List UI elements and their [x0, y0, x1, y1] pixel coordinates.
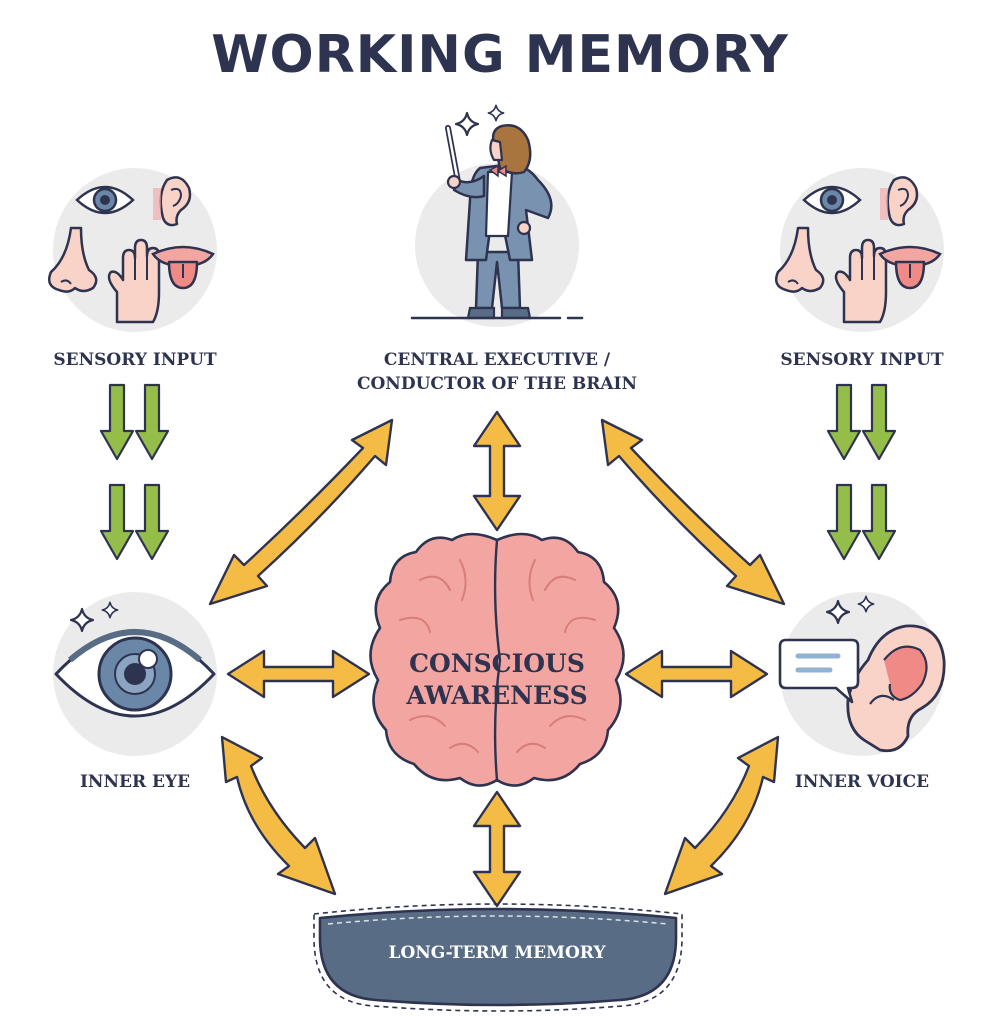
green-arrows-right — [826, 383, 897, 561]
central-executive-label-line2: CONDUCTOR OF THE BRAIN — [357, 374, 637, 394]
central-executive-label-line1: CENTRAL EXECUTIVE / — [384, 350, 611, 370]
sensory-input-right-icons — [776, 168, 944, 332]
page-title: WORKING MEMORY — [211, 25, 789, 85]
arrow-brain-inner-voice — [624, 649, 769, 699]
brain-icon — [369, 532, 625, 787]
conscious-awareness-label-line1: CONSCIOUS — [409, 649, 585, 678]
connector-arrows — [208, 410, 786, 908]
arrow-executive-inner-eye — [208, 418, 394, 606]
sparkle-icon — [454, 111, 480, 137]
long-term-memory-label: LONG-TERM MEMORY — [389, 943, 607, 963]
arrow-executive-inner-voice — [600, 418, 786, 606]
inner-voice-icon — [778, 592, 946, 756]
long-term-memory-shape — [313, 903, 683, 1012]
green-arrows-left — [99, 383, 170, 561]
arrow-inner-eye-brain — [226, 649, 371, 699]
sensory-input-left-label: SENSORY INPUT — [53, 350, 217, 370]
speech-bubble-icon — [778, 638, 860, 704]
arrow-brain-ltm — [472, 790, 522, 908]
inner-eye-label: INNER EYE — [80, 772, 190, 792]
inner-voice-label: INNER VOICE — [795, 772, 929, 792]
sensory-input-left-icons — [49, 168, 217, 332]
arrow-inner-eye-ltm — [220, 735, 337, 896]
conductor-icon — [410, 104, 584, 327]
arrow-executive-brain — [472, 410, 522, 532]
conscious-awareness-label-line2: AWARENESS — [405, 681, 587, 710]
inner-eye-icon — [53, 592, 217, 756]
arrow-inner-voice-ltm — [663, 735, 780, 896]
sensory-input-right-label: SENSORY INPUT — [780, 350, 944, 370]
sparkle-icon — [487, 104, 505, 122]
ear-icon — [846, 624, 946, 753]
